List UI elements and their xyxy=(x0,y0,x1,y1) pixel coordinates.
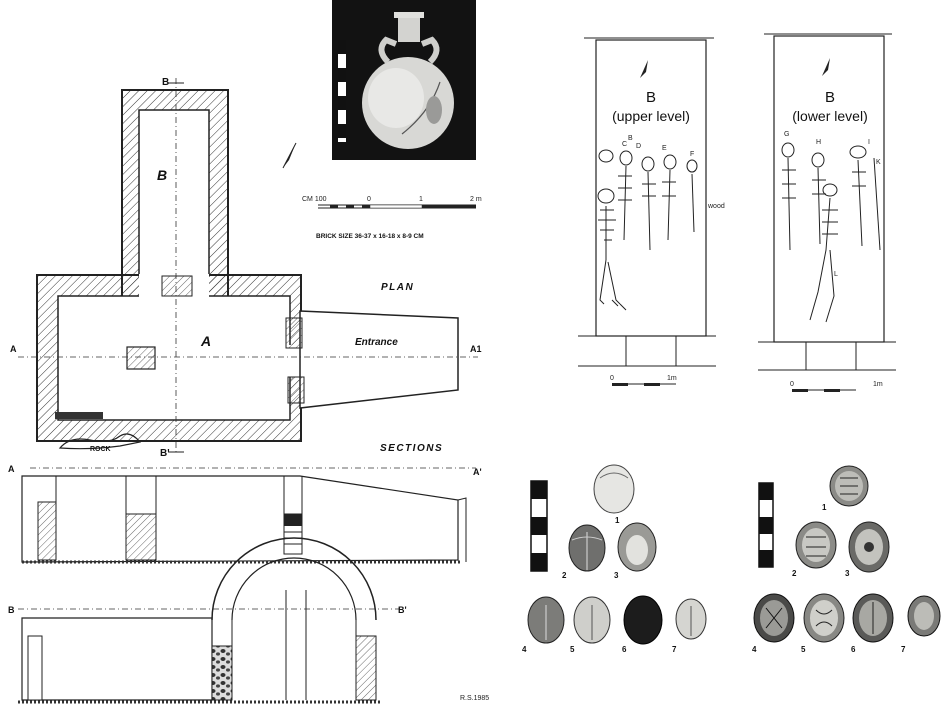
section-b-b: B B' R.S.1985 xyxy=(8,537,489,704)
upper-scale-0: 0 xyxy=(610,375,614,382)
scarab-right-num-4: 4 xyxy=(752,645,757,654)
plan-scale-bar: CM 100 0 1 2 m xyxy=(302,196,482,209)
upper-scale-bar: 0 1m xyxy=(610,375,677,386)
upper-scale-1m: 1m xyxy=(667,375,677,382)
lower-title-line2: (lower level) xyxy=(792,108,867,124)
skeleton-label-l: L xyxy=(834,271,838,278)
north-arrow-icon xyxy=(640,60,648,78)
photo-scale-bar xyxy=(758,482,774,568)
north-arrow-icon xyxy=(822,58,830,76)
scarab-left-num-7: 7 xyxy=(672,645,677,654)
scarab-right-num-1: 1 xyxy=(822,503,827,512)
sections-title: SECTIONS xyxy=(380,443,443,454)
scarab-left-num-3: 3 xyxy=(614,571,619,580)
scale-label-2m: 2 m xyxy=(470,196,482,203)
north-arrow-icon xyxy=(282,142,297,169)
brick-size-note: BRICK SIZE 36-37 x 16-18 x 8-9 CM xyxy=(316,233,424,240)
section-a-right: A' xyxy=(473,467,482,477)
skeleton-label-h: H xyxy=(816,139,821,146)
scarab-seal-1 xyxy=(829,465,869,507)
room-b-label: B xyxy=(157,167,167,183)
scarab-left-num-2: 2 xyxy=(562,571,567,580)
scarab-back-7 xyxy=(675,598,707,640)
scarab-seal-6 xyxy=(852,593,894,643)
scarab-seal-4 xyxy=(753,593,795,643)
lower-scale-bar: 0 1m xyxy=(790,381,883,392)
scarab-right-num-5: 5 xyxy=(801,645,806,654)
upper-title-line2: (upper level) xyxy=(612,108,690,124)
scarab-left-num-4: 4 xyxy=(522,645,527,654)
scarab-seal-7 xyxy=(907,595,941,637)
section-b-left: B xyxy=(8,605,15,615)
scarab-seal-5 xyxy=(803,593,845,643)
section-b-right: B' xyxy=(398,605,407,615)
skeleton-label-c: C xyxy=(622,141,627,148)
plan-title: PLAN xyxy=(381,282,414,293)
scarab-back-5 xyxy=(573,596,611,644)
tomb-plan: B B' B A A A1 Entrance ROCK PLAN SECTION… xyxy=(10,77,482,459)
scarab-right-num-2: 2 xyxy=(792,569,797,578)
skeleton-label-e: E xyxy=(662,145,667,152)
scarab-right-num-3: 3 xyxy=(845,569,850,578)
skeleton-label-g: G xyxy=(784,131,789,138)
amphora-photo xyxy=(332,0,476,160)
skeleton-label-i: I xyxy=(868,139,870,146)
section-right-label: A1 xyxy=(470,344,482,354)
scarab-back-3 xyxy=(617,522,657,572)
scarab-seal-3 xyxy=(848,521,890,573)
scarab-back-6 xyxy=(623,595,663,645)
scarab-left-num-6: 6 xyxy=(622,645,627,654)
skeleton-label-d: D xyxy=(636,143,641,150)
scarab-seal-2 xyxy=(795,521,837,569)
scarab-back-2 xyxy=(568,524,606,572)
skeleton-label-b: B xyxy=(628,135,633,142)
lower-scale-1m: 1m xyxy=(873,381,883,388)
scarabs-right: 1 2 3 4 5 6 7 xyxy=(752,465,941,654)
drawing-signature: R.S.1985 xyxy=(460,695,489,702)
section-left-label: A xyxy=(10,344,17,354)
scarab-back-1 xyxy=(593,464,635,514)
section-a-left: A xyxy=(8,464,15,474)
upper-title-line1: B xyxy=(646,89,656,106)
rock-label: ROCK xyxy=(90,446,111,453)
room-b-walls xyxy=(121,89,229,299)
scarab-right-num-6: 6 xyxy=(851,645,856,654)
scale-label-0: 0 xyxy=(367,196,371,203)
entrance-label: Entrance xyxy=(355,337,398,348)
skeletons-upper xyxy=(597,149,698,311)
scarab-left-num-1: 1 xyxy=(615,516,620,525)
entrance-corridor xyxy=(285,310,459,409)
section-a-a: A A' xyxy=(8,464,482,564)
scale-label-1: 1 xyxy=(419,196,423,203)
scarab-right-num-7: 7 xyxy=(901,645,906,654)
skeleton-label-k: K xyxy=(876,159,881,166)
section-marker-top: B xyxy=(162,77,169,88)
scarabs-left: 1 2 3 4 5 6 7 xyxy=(522,464,707,654)
skeleton-label-wood: wood xyxy=(707,203,725,210)
room-a-walls xyxy=(36,274,306,442)
pillar-base xyxy=(126,346,156,370)
dark-deposit xyxy=(55,412,103,419)
lower-title-line1: B xyxy=(825,89,835,106)
skeleton-label-f: F xyxy=(690,151,694,158)
scarab-back-4 xyxy=(527,596,565,644)
room-a-label: A xyxy=(200,333,211,349)
burial-lower: B (lower level) G H I K L 0 1m xyxy=(758,33,896,392)
scale-label-cm: CM 100 xyxy=(302,196,327,203)
skeletons-lower xyxy=(781,142,881,323)
lower-scale-0: 0 xyxy=(790,381,794,388)
section-marker-bottom: B' xyxy=(160,448,170,459)
rock-outline xyxy=(58,433,142,450)
scarab-left-num-5: 5 xyxy=(570,645,575,654)
burial-upper: B (upper level) C B D E F wood 0 xyxy=(578,37,725,386)
photo-scale-bar xyxy=(530,480,548,572)
